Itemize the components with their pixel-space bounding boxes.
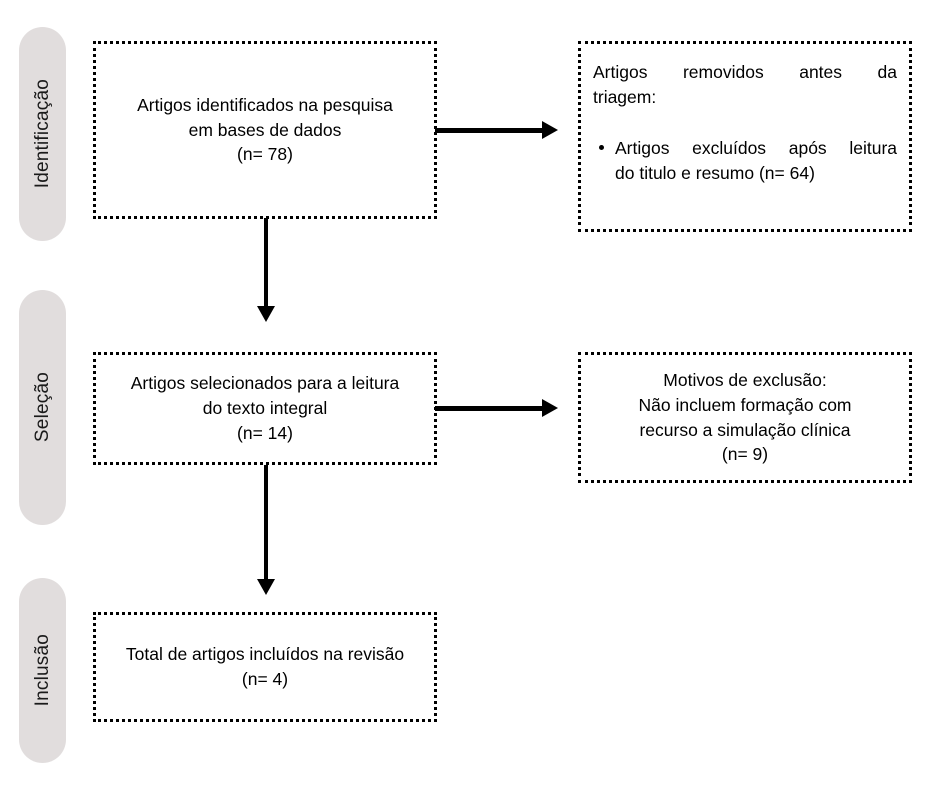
box-articles-selected-fulltext: Artigos selecionados para a leitura do t… xyxy=(93,352,437,465)
arrow-down-fulltext-to-included xyxy=(256,465,276,596)
box-reasons-line-2: Não incluem formação com xyxy=(638,394,852,415)
box-articles-included: Total de artigos incluídos na revisão (n… xyxy=(93,612,437,722)
box-reasons-line-1: Motivos de exclusão: xyxy=(663,369,827,390)
arrow-head-icon xyxy=(542,121,558,139)
box-included-count: (n= 4) xyxy=(241,669,289,689)
stage-pill-selecao: Seleção xyxy=(19,290,66,525)
arrow-shaft xyxy=(435,406,543,411)
stage-label-identificacao: Identificação xyxy=(32,79,53,189)
box-removed-heading-line-1: Artigos removidos antes da xyxy=(593,62,897,82)
arrow-shaft xyxy=(435,128,543,133)
box-articles-removed: Artigos removidos antes da triagem: Arti… xyxy=(578,41,912,232)
box-removed-bullet-item: Artigos excluídos após leitura do titulo… xyxy=(593,136,897,186)
box-identified-count: (n= 78) xyxy=(237,144,293,165)
box-exclusion-reasons: Motivos de exclusão: Não incluem formaçã… xyxy=(578,352,912,483)
box-identified-line-1: Artigos identificados na pesquisa xyxy=(137,94,393,115)
arrow-shaft xyxy=(264,218,268,307)
box-removed-bullet-line-1: Artigos excluídos após leitura xyxy=(615,137,897,158)
arrow-down-identified-to-fulltext xyxy=(256,218,276,323)
box-articles-identified: Artigos identificados na pesquisa em bas… xyxy=(93,41,437,219)
box-fulltext-count: (n= 14) xyxy=(237,422,293,443)
bullet-dot-icon xyxy=(599,144,604,150)
box-reasons-line-3: recurso a simulação clínica xyxy=(639,419,851,440)
box-identified-line-2: em bases de dados xyxy=(188,119,342,140)
box-fulltext-line-1: Artigos selecionados para a leitura xyxy=(130,373,400,394)
box-fulltext-line-2: do texto integral xyxy=(202,398,328,419)
stage-label-selecao: Seleção xyxy=(32,372,53,443)
arrow-head-icon xyxy=(257,579,275,595)
arrow-right-fulltext-to-reasons xyxy=(435,398,559,418)
box-included-line-1: Total de artigos incluídos na revisão xyxy=(125,644,405,665)
arrow-shaft xyxy=(264,465,268,580)
stage-label-inclusao: Inclusão xyxy=(32,634,53,707)
box-reasons-count: (n= 9) xyxy=(721,444,769,465)
arrow-right-identified-to-removed xyxy=(435,120,559,140)
box-removed-heading-line-2: triagem: xyxy=(593,86,657,107)
stage-pill-inclusao: Inclusão xyxy=(19,578,66,763)
stage-pill-identificacao: Identificação xyxy=(19,27,66,241)
arrow-head-icon xyxy=(257,306,275,322)
box-removed-bullet-line-2: do titulo e resumo (n= 64) xyxy=(615,162,815,183)
arrow-head-icon xyxy=(542,399,558,417)
